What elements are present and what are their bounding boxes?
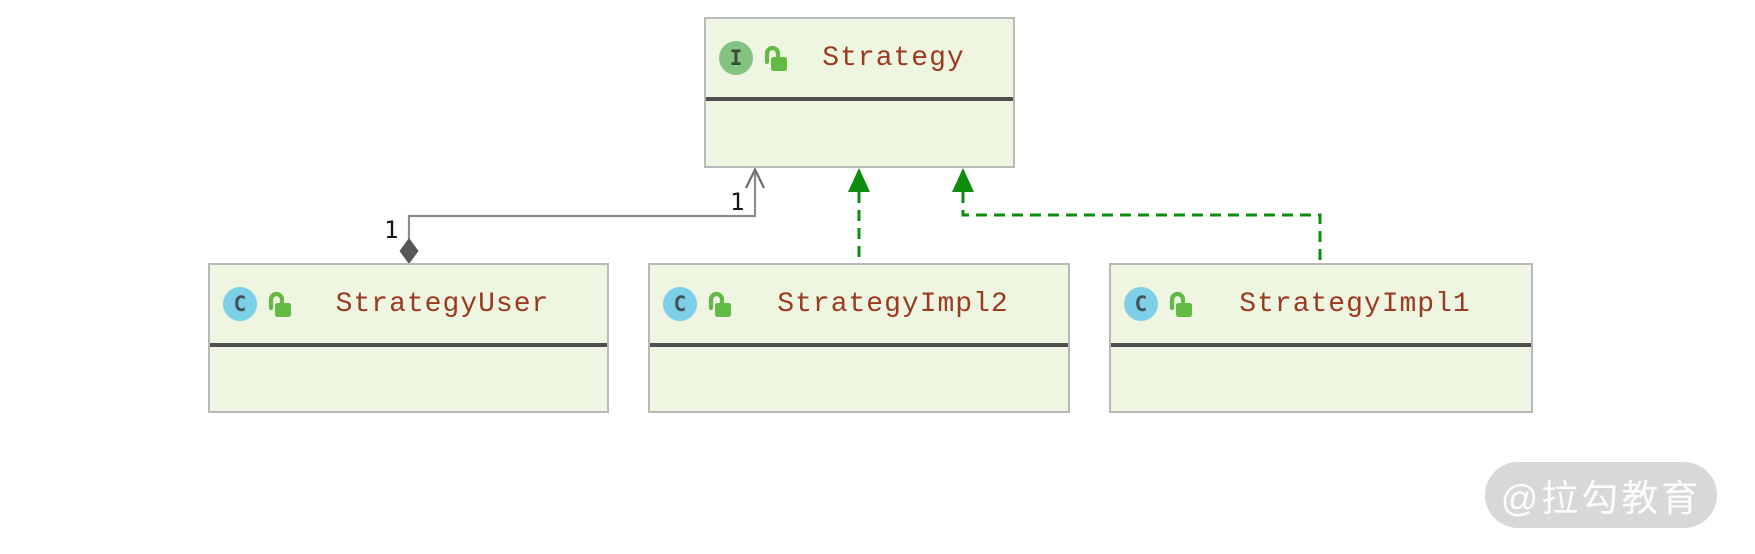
class-icon: C — [223, 287, 257, 321]
class-name: Strategy — [822, 42, 965, 74]
unlocked-padlock-icon — [763, 45, 788, 72]
section-divider — [210, 343, 607, 347]
interface-icon: I — [719, 41, 753, 75]
section-divider — [706, 97, 1013, 101]
class-name: StrategyImpl1 — [1239, 288, 1471, 320]
class-icon: C — [1124, 287, 1158, 321]
open-arrowhead-icon — [745, 166, 765, 189]
unlocked-padlock-icon — [707, 291, 732, 318]
unlocked-padlock-icon — [267, 291, 292, 318]
class-name: StrategyUser — [335, 288, 550, 320]
class-node-strategy-impl2[interactable]: C StrategyImpl2 — [648, 263, 1070, 413]
realization-triangle-icon — [848, 168, 870, 192]
class-badge-letter: C — [233, 292, 247, 316]
class-title-bar: C StrategyImpl1 — [1111, 265, 1531, 343]
watermark-text: @拉勾教育 — [1500, 478, 1702, 519]
aggregation-edge[interactable] — [407, 171, 757, 240]
class-badge-letter: C — [673, 292, 687, 316]
section-divider — [650, 343, 1068, 347]
class-node-strategy-user[interactable]: C StrategyUser — [208, 263, 609, 413]
members-compartment — [650, 347, 1068, 411]
multiplicity-label-source: 1 — [384, 216, 399, 244]
watermark-badge: @拉勾教育 — [1485, 462, 1717, 528]
class-title-bar: I Strategy — [706, 19, 1013, 97]
interface-badge-letter: I — [729, 46, 743, 70]
class-badge-letter: C — [1134, 292, 1148, 316]
class-title-bar: C StrategyUser — [210, 265, 607, 343]
multiplicity-label-target: 1 — [730, 188, 745, 216]
members-compartment — [1111, 347, 1531, 411]
realization-edge-impl1[interactable] — [961, 192, 1322, 262]
class-title-bar: C StrategyImpl2 — [650, 265, 1068, 343]
realization-triangle-icon — [952, 168, 974, 192]
section-divider — [1111, 343, 1531, 347]
members-compartment — [706, 101, 1013, 166]
aggregation-diamond-icon — [399, 238, 419, 264]
unlocked-padlock-icon — [1168, 291, 1193, 318]
class-name: StrategyImpl2 — [777, 288, 1009, 320]
class-node-strategy-impl1[interactable]: C StrategyImpl1 — [1109, 263, 1533, 413]
class-node-strategy[interactable]: I Strategy — [704, 17, 1015, 168]
members-compartment — [210, 347, 607, 411]
class-icon: C — [663, 287, 697, 321]
